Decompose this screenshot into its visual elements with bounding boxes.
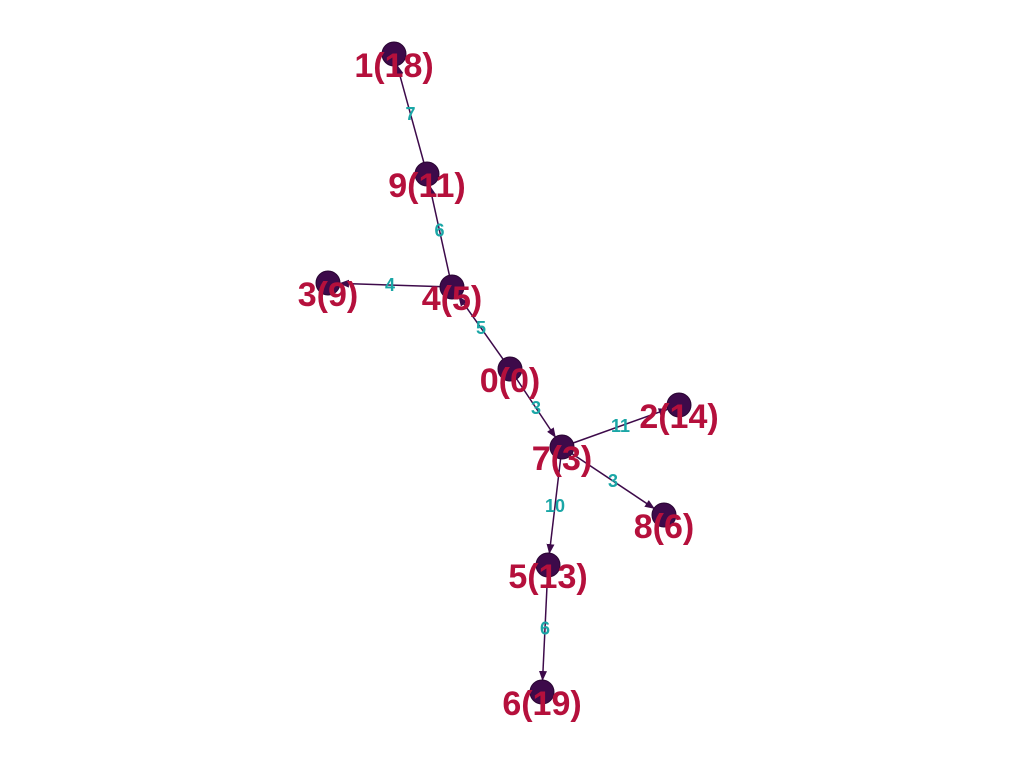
node-8: [651, 502, 677, 528]
node-label-4: 4(5): [422, 280, 482, 318]
node-3: [315, 270, 341, 296]
node-labels-layer: 0(0) 1(18) 2(14) 3(9) 4(5) 5(13) 6(19) 7(3) 8(6)…: [298, 47, 719, 723]
edge-weight-label: 10: [545, 496, 565, 516]
node-1: [381, 41, 407, 67]
edge-weight-label: 6: [540, 619, 550, 639]
node-label-1: 1(18): [354, 47, 433, 85]
node-label-9: 9(11): [388, 167, 466, 205]
edge-7-2: [561, 408, 669, 448]
node-label-0: 0(0): [480, 362, 540, 400]
edge-weight-label: 6: [434, 221, 444, 241]
edge-5-6: [538, 564, 549, 682]
edge-0-7: [509, 368, 556, 438]
nodes-layer: [315, 41, 692, 705]
node-label-6: 6(19): [502, 685, 581, 723]
node-0: [497, 356, 523, 382]
edge-7-8: [561, 446, 655, 509]
edge-4-9: [427, 184, 453, 288]
node-6: [529, 679, 555, 705]
edge-weight-label: 3: [531, 398, 541, 418]
node-7: [549, 434, 575, 460]
node-label-3: 3(9): [298, 276, 358, 314]
node-label-2: 2(14): [639, 398, 718, 436]
node-4: [439, 274, 465, 300]
edge-0-4: [458, 295, 511, 370]
node-2: [666, 392, 692, 418]
edge-4-3: [338, 279, 453, 288]
node-9: [414, 161, 440, 187]
node-5: [535, 552, 561, 578]
node-label-7: 7(3): [532, 440, 592, 478]
edge-weight-label: 5: [476, 318, 486, 338]
edge-weight-label: 3: [608, 471, 618, 491]
node-label-8: 8(6): [634, 508, 694, 546]
node-label-5: 5(13): [508, 558, 587, 596]
edge-weight-label: 11: [611, 416, 630, 436]
edge-labels-layer: 5 6 7 4 3 11 3 10 6: [385, 104, 630, 639]
edge-9-1: [395, 64, 428, 175]
edge-7-5: [546, 446, 563, 555]
edge-weight-label: 7: [405, 104, 415, 124]
edges-layer: [338, 64, 669, 682]
edge-weight-label: 4: [385, 275, 395, 295]
